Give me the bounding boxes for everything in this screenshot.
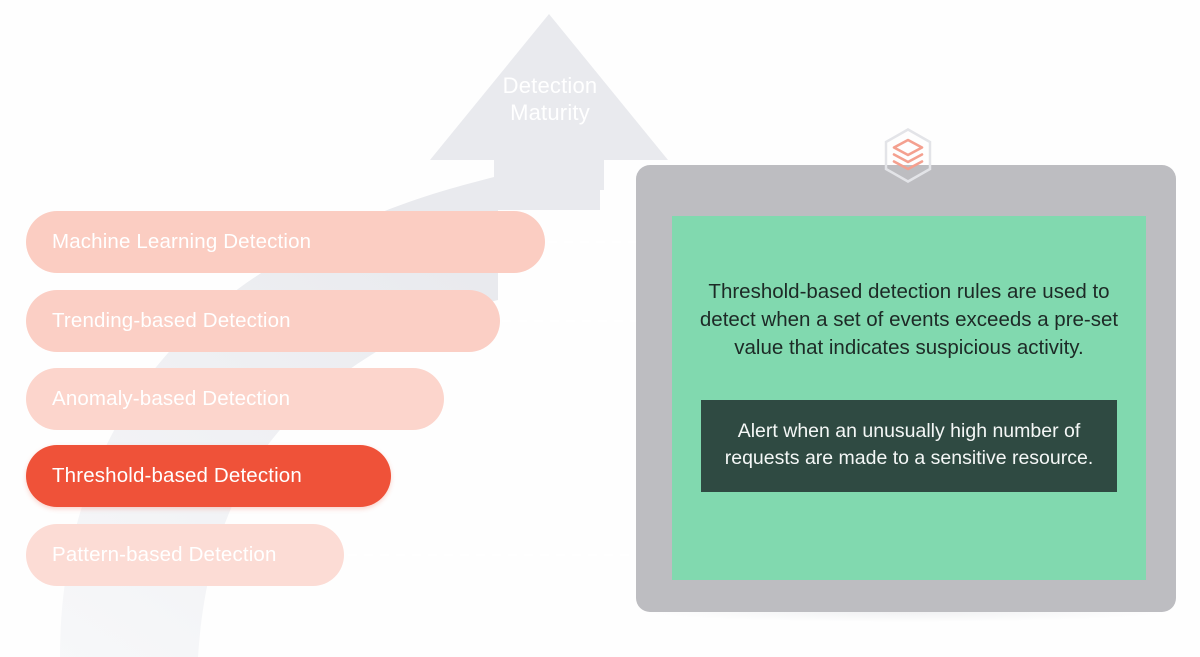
detail-example-box: Alert when an unusually high number of r… [701, 400, 1117, 492]
ladder-item-label: Trending-based Detection [52, 309, 291, 332]
ladder-item-label: Threshold-based Detection [52, 464, 302, 487]
ladder-item-label: Machine Learning Detection [52, 230, 312, 253]
ladder-item-trending-based-detection[interactable]: Trending-based Detection [26, 290, 500, 352]
maturity-arrow-label: Detection Maturity [502, 73, 598, 125]
ladder-item-label: Pattern-based Detection [52, 543, 277, 566]
detail-example-text: Alert when an unusually high number of r… [724, 420, 1094, 469]
ladder-item-label: Anomaly-based Detection [52, 387, 291, 410]
ladder-item-anomaly-based-detection[interactable]: Anomaly-based Detection [26, 368, 444, 430]
ladder-item-threshold-based-detection[interactable]: Threshold-based Detection [26, 445, 391, 507]
ladder-item-machine-learning-detection[interactable]: Machine Learning Detection [26, 211, 545, 273]
detail-card: Threshold-based detection rules are used… [672, 216, 1146, 580]
ladder-item-pattern-based-detection[interactable]: Pattern-based Detection [26, 524, 344, 586]
detail-description: Threshold-based detection rules are used… [699, 280, 1119, 359]
layers-hexagon-icon [884, 128, 932, 183]
